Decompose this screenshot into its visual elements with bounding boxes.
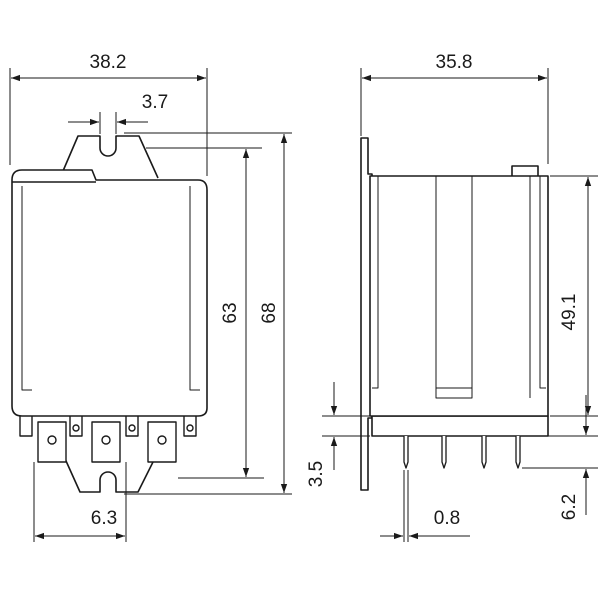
dim-side-width: 35.8 <box>436 52 473 73</box>
front-pins <box>19 413 197 463</box>
front-pin-hole-1 <box>47 435 57 445</box>
dim-pin-thickness: 0.8 <box>434 508 460 529</box>
dim-tab-offset: 3.5 <box>306 461 327 487</box>
side-base <box>371 415 549 437</box>
front-pin-hole-5 <box>128 424 136 432</box>
front-view <box>11 135 208 493</box>
side-pin-4 <box>515 436 521 469</box>
front-bottom-mounting-tab <box>61 451 159 493</box>
side-pin-2 <box>441 436 447 469</box>
front-inner-outline <box>21 186 200 391</box>
dim-tab-slot: 3.7 <box>142 92 168 113</box>
dim-front-width: 38.2 <box>90 52 127 73</box>
front-top-mounting-tab <box>59 135 159 179</box>
side-body <box>369 175 549 417</box>
front-pin-hole-4 <box>72 424 80 432</box>
front-pin-hole-2 <box>101 435 111 445</box>
side-pins <box>403 436 521 469</box>
front-pin-top-1 <box>19 413 33 437</box>
side-pin-1 <box>403 436 409 469</box>
side-pin-3 <box>481 436 487 469</box>
dimension-lines <box>9 68 598 542</box>
side-inner-outline <box>372 176 546 399</box>
front-pin-hole-6 <box>186 424 194 432</box>
dimension-labels: 38.2 3.7 63 68 6.3 3.5 35.8 49.1 0.8 6.2 <box>90 52 580 529</box>
dim-pin-length: 6.2 <box>559 494 580 520</box>
front-body <box>11 169 208 417</box>
side-view <box>360 137 549 491</box>
dim-side-body-height: 49.1 <box>559 294 580 331</box>
front-pin-hole-3 <box>157 435 167 445</box>
dim-total-height: 68 <box>259 302 280 323</box>
dim-pin-pitch: 6.3 <box>91 508 117 529</box>
dim-body-height: 63 <box>220 302 241 323</box>
